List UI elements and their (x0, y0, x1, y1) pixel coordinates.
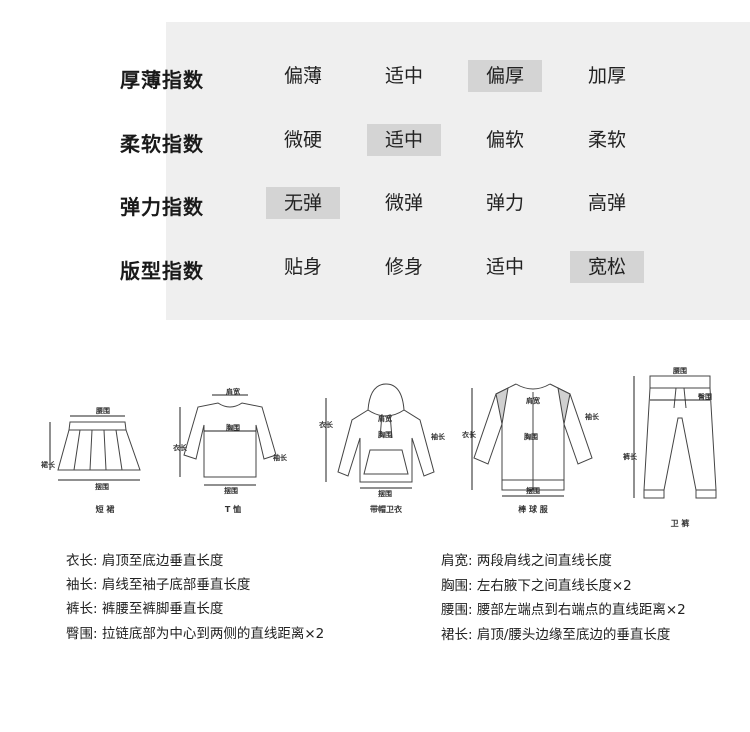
definition-left-2: 袖长: 肩线至袖子底部垂直长度 (66, 573, 250, 593)
definition-text: 肩顶至底边垂直长度 (101, 553, 224, 569)
elasticity-option-stretch: 弹力 (485, 192, 524, 214)
definition-text: 腰部左端点到右端点的直线距离×2 (476, 602, 686, 618)
softness-option-stiff: 微硬 (283, 129, 322, 151)
definition-left-3: 裤长: 裤腰至裤脚垂直长度 (66, 597, 223, 617)
jacket-shoulder-mark: 肩宽 (526, 397, 540, 405)
hoodie-sleeve-mark: 袖长 (431, 433, 445, 441)
elasticity-index-label: 弹力指数 (120, 195, 204, 219)
tshirt-length-mark: 衣长 (173, 444, 187, 452)
definition-text: 肩线至袖子底部垂直长度 (101, 577, 251, 593)
elasticity-option-slight: 微弹 (384, 192, 423, 214)
definition-term: 袖长: (66, 577, 98, 593)
jacket-chest-mark: 胸围 (524, 433, 538, 441)
fit-option-slim: 修身 (384, 256, 423, 278)
tshirt-sleeve-mark: 袖长 (273, 454, 287, 462)
definition-term: 裙长: (441, 627, 473, 643)
thickness-index-label: 厚薄指数 (120, 68, 204, 92)
definition-text: 两段肩线之间直线长度 (476, 553, 612, 569)
sweatpants-diagram: 腰围 臀围 裤长 卫 裤 (620, 367, 740, 532)
pants-length-mark: 裤长 (623, 453, 637, 461)
skirt-caption: 短 裙 (95, 505, 115, 514)
jacket-sleeve-mark: 袖长 (585, 413, 599, 421)
fabric-index-panel (166, 22, 750, 320)
hoodie-caption: 带帽卫衣 (370, 505, 402, 514)
definition-right-3: 腰围: 腰部左端点到右端点的直线距离×2 (441, 598, 686, 618)
hoodie-icon (325, 383, 435, 489)
hoodie-shoulder-mark: 肩宽 (378, 415, 392, 423)
definition-text: 裤腰至裤脚垂直长度 (101, 601, 224, 617)
skirt-diagram: 腰围 摆围 裙长 短 裙 (30, 400, 160, 514)
hoodie-chest-mark: 胸围 (378, 431, 392, 439)
definition-right-2: 胸围: 左右腋下之间直线长度×2 (441, 574, 632, 594)
thickness-option-thin: 偏薄 (283, 65, 322, 87)
jacket-caption: 棒 球 服 (518, 505, 548, 514)
definition-term: 裤长: (66, 601, 98, 617)
fit-index-label: 版型指数 (120, 259, 204, 283)
skirt-length-mark: 裙长 (41, 461, 55, 469)
thickness-option-thick: 偏厚 (468, 60, 542, 92)
hoodie-diagram: 肩宽 胸围 衣长 袖长 摆围 带帽卫衣 (318, 380, 453, 514)
fit-option-tight: 贴身 (283, 256, 322, 278)
tshirt-diagram: 肩宽 胸围 衣长 袖长 摆围 T 恤 (168, 385, 298, 514)
definition-term: 腰围: (441, 602, 473, 618)
tshirt-caption: T 恤 (224, 505, 242, 514)
definition-left-1: 衣长: 肩顶至底边垂直长度 (66, 549, 223, 569)
skirt-waist-mark: 腰围 (96, 407, 110, 415)
skirt-hem-mark: 摆围 (95, 483, 109, 491)
sweatpants-icon (633, 375, 717, 499)
definition-term: 肩宽: (441, 553, 473, 569)
elasticity-option-none: 无弹 (266, 187, 340, 219)
definition-right-1: 肩宽: 两段肩线之间直线长度 (441, 549, 612, 569)
definition-term: 胸围: (441, 578, 473, 594)
pants-waist-mark: 腰围 (673, 367, 687, 375)
softness-option-soft: 偏软 (485, 129, 524, 151)
softness-index-label: 柔软指数 (120, 132, 204, 156)
tshirt-icon (179, 394, 277, 486)
hoodie-hem-mark: 摆围 (378, 490, 392, 498)
jacket-length-mark: 衣长 (462, 431, 476, 439)
definition-term: 臀围: (66, 626, 98, 642)
thickness-option-extra-thick: 加厚 (587, 65, 626, 87)
fit-option-loose: 宽松 (570, 251, 644, 283)
pants-hip-mark: 臀围 (698, 393, 712, 401)
fit-option-regular: 适中 (485, 256, 524, 278)
baseball-jacket-diagram: 肩宽 胸围 衣长 袖长 摆围 棒 球 服 (458, 378, 608, 514)
baseball-jacket-icon (471, 383, 593, 497)
thickness-option-medium: 适中 (384, 65, 423, 87)
definition-text: 肩顶/腰头边缘至底边的垂直长度 (476, 627, 671, 643)
hoodie-length-mark: 衣长 (319, 421, 333, 429)
tshirt-hem-mark: 摆围 (224, 487, 238, 495)
jacket-hem-mark: 摆围 (526, 487, 540, 495)
definition-term: 衣长: (66, 553, 98, 569)
sweatpants-caption: 卫 裤 (670, 519, 690, 528)
definition-text: 拉链底部为中心到两侧的直线距离×2 (101, 626, 325, 642)
definition-left-4: 臀围: 拉链底部为中心到两侧的直线距离×2 (66, 622, 324, 642)
tshirt-chest-mark: 胸围 (226, 424, 240, 432)
softness-option-medium: 适中 (367, 124, 441, 156)
softness-option-very-soft: 柔软 (587, 129, 626, 151)
definition-text: 左右腋下之间直线长度×2 (476, 578, 632, 594)
skirt-icon (49, 415, 141, 481)
definition-right-4: 裙长: 肩顶/腰头边缘至底边的垂直长度 (441, 623, 670, 643)
tshirt-shoulder-mark: 肩宽 (226, 388, 240, 396)
elasticity-option-high: 高弹 (587, 192, 626, 214)
